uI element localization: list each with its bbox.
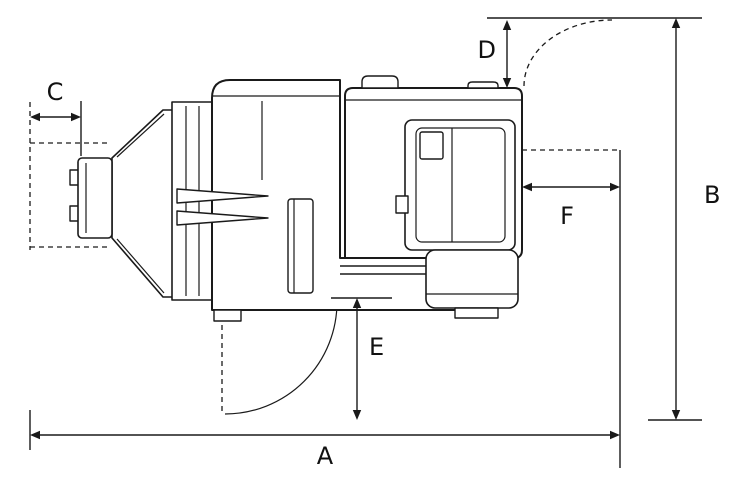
scanner-top-bump-right [467,81,499,89]
front-output-unit [340,249,519,319]
tray-outline [77,157,113,239]
dim-a-arrowhead-left [30,430,40,440]
printer-drawing [69,75,523,322]
right-foot [454,307,499,319]
dim-b-arrowhead-bottom [671,410,681,420]
dim-e-arrowhead-top [352,298,362,308]
feed-funnel-inner-top [116,113,165,158]
front-cover-swing-arc [224,301,338,415]
dim-e-arrowhead-bottom [352,410,362,420]
dim-c-arrowhead-left [30,112,40,122]
dimension-label-b: B [704,181,720,209]
dimension-b: B [487,17,720,421]
body-handle [287,198,314,294]
dim-f-arrowhead-left [522,182,532,192]
scanner-top-bump-left [361,75,399,89]
dimension-e: E [331,297,392,420]
dimension-label-c: C [47,78,64,106]
dimension-label-a: A [317,442,334,470]
dimension-label-f: F [560,202,574,230]
adf-hinge-tab [395,195,409,214]
dimension-d: D [478,20,512,88]
front-output-outline [425,249,519,309]
dim-b-arrowhead-top [671,18,681,28]
dimension-f: F [522,182,620,230]
dimension-label-d: D [478,36,496,64]
adf-open-arc [523,19,613,87]
left-foot [213,309,242,322]
dimension-label-e: E [369,333,384,361]
adf-guide-block [419,131,444,160]
dim-d-arrowhead-bottom [502,78,512,88]
dimension-c: C [30,78,82,156]
adf-tray-inner [415,127,506,243]
dim-c-arrowhead-right [71,112,81,122]
dim-f-arrowhead-right [610,182,620,192]
dimension-a: A [29,150,621,470]
scanner-unit [344,75,523,259]
paper-guide-lower [176,210,269,226]
feed-funnel-inner-bottom [116,238,165,294]
dim-a-arrowhead-right [610,430,620,440]
rear-edge-guide-tray [69,157,113,239]
dim-d-arrowhead-top [502,20,512,30]
paper-guide-upper [176,188,269,204]
